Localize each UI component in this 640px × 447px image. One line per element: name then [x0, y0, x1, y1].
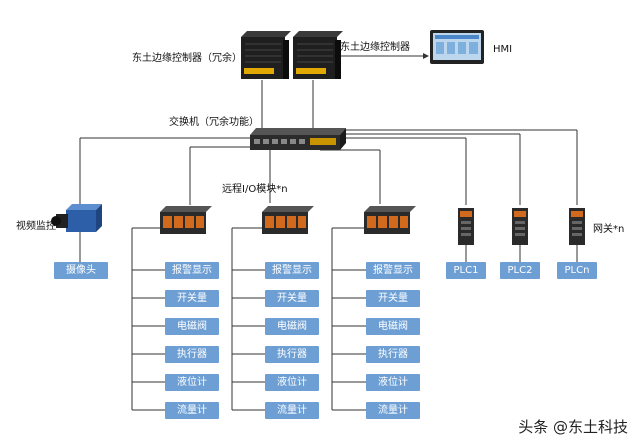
io-item-flow-meter[interactable]: 流量计	[165, 402, 219, 419]
plc-unit-icon	[458, 208, 474, 245]
remote-io-module-icon	[364, 206, 416, 234]
switch-label: 交换机（冗余功能）	[169, 117, 259, 128]
io-item-solenoid-valve[interactable]: 电磁阀	[265, 318, 319, 335]
io-item-level-gauge[interactable]: 液位计	[366, 374, 420, 391]
io-item-alarm-display[interactable]: 报警显示	[265, 262, 319, 279]
edge-controller-redundant-label: 东土边缘控制器（冗余）	[132, 53, 242, 64]
io-item-solenoid-valve[interactable]: 电磁阀	[165, 318, 219, 335]
remote-io-module-icon	[160, 206, 212, 234]
gateway-label: 网关*n	[593, 224, 625, 235]
edge-controller-icon	[241, 31, 291, 79]
camera-button[interactable]: 摄像头	[54, 262, 108, 279]
io-item-alarm-display[interactable]: 报警显示	[165, 262, 219, 279]
io-item-actuator[interactable]: 执行器	[366, 346, 420, 363]
io-item-level-gauge[interactable]: 液位计	[265, 374, 319, 391]
io-item-switch-quantity[interactable]: 开关量	[265, 290, 319, 307]
plc-unit-icon	[569, 208, 585, 245]
video-monitoring-label: 视频监控	[16, 221, 56, 232]
remote-io-label: 远程I/O模块*n	[222, 184, 288, 195]
edge-controller-icon	[293, 31, 343, 79]
io-item-level-gauge[interactable]: 液位计	[165, 374, 219, 391]
io-item-actuator[interactable]: 执行器	[165, 346, 219, 363]
io-item-switch-quantity[interactable]: 开关量	[366, 290, 420, 307]
edge-controller-label: 东土边缘控制器	[340, 42, 410, 53]
watermark: 头条 @东土科技	[518, 418, 628, 436]
plcn-button[interactable]: PLCn	[557, 262, 597, 279]
io-item-solenoid-valve[interactable]: 电磁阀	[366, 318, 420, 335]
wires	[79, 53, 578, 411]
hmi-label: HMI	[493, 44, 513, 55]
io-item-switch-quantity[interactable]: 开关量	[165, 290, 219, 307]
plc-unit-icon	[512, 208, 528, 245]
hmi-monitor-icon	[430, 30, 484, 64]
camera-icon	[51, 204, 102, 232]
io-item-flow-meter[interactable]: 流量计	[265, 402, 319, 419]
plc2-button[interactable]: PLC2	[500, 262, 540, 279]
io-item-alarm-display[interactable]: 报警显示	[366, 262, 420, 279]
plc1-button[interactable]: PLC1	[446, 262, 486, 279]
io-item-flow-meter[interactable]: 流量计	[366, 402, 420, 419]
remote-io-module-icon	[262, 206, 314, 234]
switch-icon	[250, 128, 346, 150]
io-item-actuator[interactable]: 执行器	[265, 346, 319, 363]
